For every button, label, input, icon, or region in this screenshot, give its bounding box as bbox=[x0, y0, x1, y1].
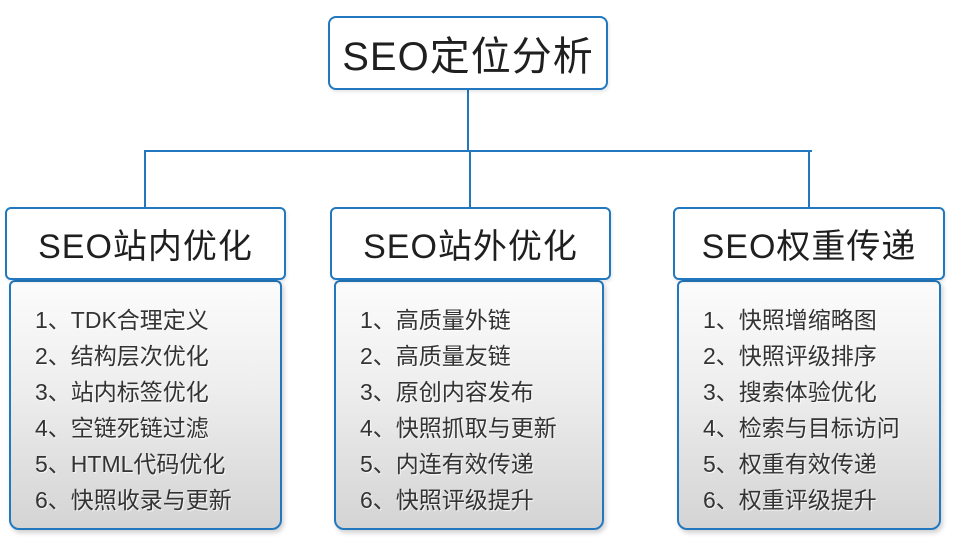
connector-horizontal bbox=[144, 150, 812, 152]
list-item: 3、原创内容发布 bbox=[360, 379, 534, 405]
column-offsite-header: SEO站外优化 bbox=[330, 207, 611, 280]
list-item: 5、内连有效传递 bbox=[360, 451, 534, 477]
column-offsite-title: SEO站外优化 bbox=[363, 228, 578, 266]
connector-root-vertical bbox=[467, 90, 469, 151]
list-item: 1、高质量外链 bbox=[360, 307, 511, 333]
list-item: 3、站内标签优化 bbox=[35, 379, 209, 405]
connector-drop-left bbox=[144, 150, 146, 208]
list-item: 2、高质量友链 bbox=[360, 343, 511, 369]
list-item: 5、HTML代码优化 bbox=[35, 451, 226, 477]
root-node-title: SEO定位分析 bbox=[342, 35, 594, 79]
list-item: 6、快照收录与更新 bbox=[35, 487, 232, 513]
list-item: 1、TDK合理定义 bbox=[35, 307, 209, 333]
connector-drop-right bbox=[808, 150, 810, 208]
list-item: 5、权重有效传递 bbox=[703, 451, 877, 477]
root-node: SEO定位分析 bbox=[328, 16, 608, 90]
list-item: 2、结构层次优化 bbox=[35, 343, 209, 369]
connector-drop-middle bbox=[469, 150, 471, 208]
column-onsite-header: SEO站内优化 bbox=[5, 207, 286, 280]
list-item: 4、空链死链过滤 bbox=[35, 415, 209, 441]
list-item: 6、权重评级提升 bbox=[703, 487, 877, 513]
column-weight-title: SEO权重传递 bbox=[701, 228, 917, 266]
list-item: 2、快照评级排序 bbox=[703, 343, 877, 369]
column-onsite-panel: 1、TDK合理定义 2、结构层次优化 3、站内标签优化 4、空链死链过滤 5、H… bbox=[9, 280, 282, 530]
list-item: 6、快照评级提升 bbox=[360, 487, 534, 513]
list-item: 1、快照增缩略图 bbox=[703, 307, 877, 333]
column-weight-panel: 1、快照增缩略图 2、快照评级排序 3、搜索体验优化 4、检索与目标访问 5、权… bbox=[677, 280, 941, 530]
list-item: 3、搜索体验优化 bbox=[703, 379, 877, 405]
column-onsite-title: SEO站内优化 bbox=[38, 228, 253, 266]
list-item: 4、快照抓取与更新 bbox=[360, 415, 557, 441]
list-item: 4、检索与目标访问 bbox=[703, 415, 900, 441]
column-weight-header: SEO权重传递 bbox=[673, 207, 945, 280]
column-offsite-panel: 1、高质量外链 2、高质量友链 3、原创内容发布 4、快照抓取与更新 5、内连有… bbox=[334, 280, 604, 530]
